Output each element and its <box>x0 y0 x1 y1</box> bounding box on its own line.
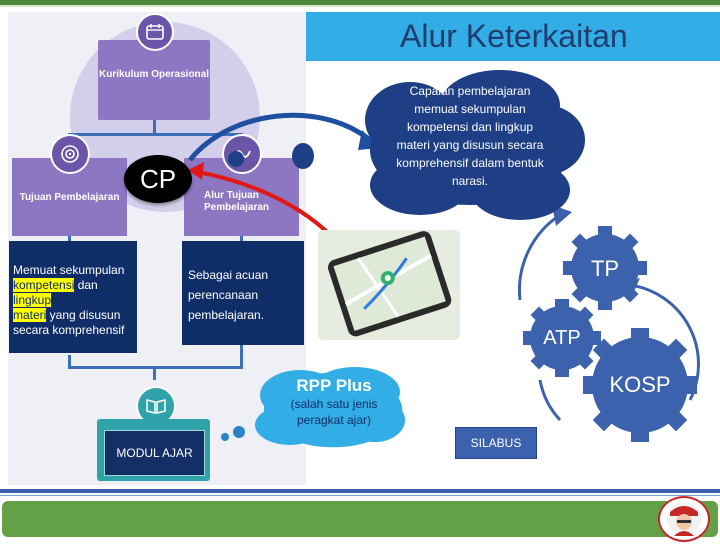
logo-badge <box>658 496 710 542</box>
top-line <box>0 5 720 7</box>
footer-line-thin <box>0 495 720 496</box>
cycle-arc <box>517 213 561 301</box>
cp-cloud <box>365 70 585 220</box>
connector <box>153 120 156 134</box>
desc-line: materi yang disusun <box>13 308 137 323</box>
target-icon <box>50 134 90 174</box>
title-bar <box>306 12 720 61</box>
cp-cloud-text: Capalan pembelajaran memuat sekumpulan k… <box>380 82 560 190</box>
connector <box>153 366 156 380</box>
desc-line: kompetensi dan lingkup <box>13 278 137 308</box>
desc-line: Sebagai acuan <box>188 268 269 282</box>
cloud-line: kompetensi dan lingkup <box>406 120 534 134</box>
silabus-box: SILABUS <box>455 427 537 459</box>
kurikulum-label: Kurikulum Operasional <box>98 69 210 80</box>
rpp-line: peragkat ajar) <box>296 413 372 427</box>
rpp-title: RPP Plus <box>296 376 372 395</box>
connector <box>68 355 71 369</box>
desc-line: perencanaan <box>188 288 259 302</box>
cloud-line: memuat sekumpulan <box>414 102 526 116</box>
page-title: Alur Keterkaitan <box>400 18 628 54</box>
desc-line: secara komprehensif <box>13 323 125 337</box>
gear-kosp <box>583 328 697 442</box>
footer-line <box>0 489 720 493</box>
kurikulum-box <box>98 40 210 120</box>
phone-map-image <box>318 230 460 340</box>
red-arrowhead <box>188 162 204 180</box>
calendar-icon <box>136 13 174 51</box>
cloud-line: materi yang disusun secara <box>396 138 544 152</box>
highlight-kompetensi: kompetensi <box>13 278 75 292</box>
desc-connector-word: dan <box>74 278 98 292</box>
desc-line: Memuat sekumpulan <box>13 263 125 277</box>
top-stripe <box>0 0 720 5</box>
cp-node: CP <box>124 155 192 203</box>
alur-description: Sebagai acuan perencanaan pembelajaran. <box>182 241 304 345</box>
cloud-line: komprehensif dalam bentuk <box>396 156 544 170</box>
connector <box>240 345 243 369</box>
tujuan-label: Tujuan Pembelajaran <box>19 192 120 203</box>
cycle-arrowhead <box>552 205 572 226</box>
gear-tp <box>563 226 647 310</box>
cloud-line: narasi. <box>451 174 489 188</box>
rpp-line: (salah satu jenis <box>290 397 378 411</box>
connector <box>68 133 242 136</box>
modul-label: MODUL AJAR <box>104 430 205 476</box>
alur-label: Alur Tujuan Pembelajaran <box>204 190 270 213</box>
cycle-arc <box>538 379 562 422</box>
bubble-dot <box>292 143 314 169</box>
connector <box>68 236 71 242</box>
gear-kosp-label: KOSP <box>609 372 671 397</box>
bubble-dot <box>228 151 244 167</box>
rpp-cloud-fill <box>255 367 405 445</box>
gear-tp-label: TP <box>590 256 620 281</box>
footer-bar <box>2 501 718 537</box>
highlight-lingkup: lingkup <box>13 293 52 307</box>
blue-arc-arrow <box>188 112 372 162</box>
rpp-cloud-text: RPP Plus (salah satu jenis peragkat ajar… <box>268 376 400 428</box>
tujuan-description: Memuat sekumpulan kompetensi dan lingkup… <box>9 241 137 353</box>
cloud-line: Capalan pembelajaran <box>409 84 531 98</box>
connector <box>240 236 243 242</box>
desc-text: yang disusun <box>46 308 121 322</box>
highlight-materi: materi <box>13 308 47 322</box>
gear-atp-label: ATP <box>543 327 581 349</box>
gear-atp <box>523 299 601 377</box>
desc-line: pembelajaran. <box>188 308 265 322</box>
